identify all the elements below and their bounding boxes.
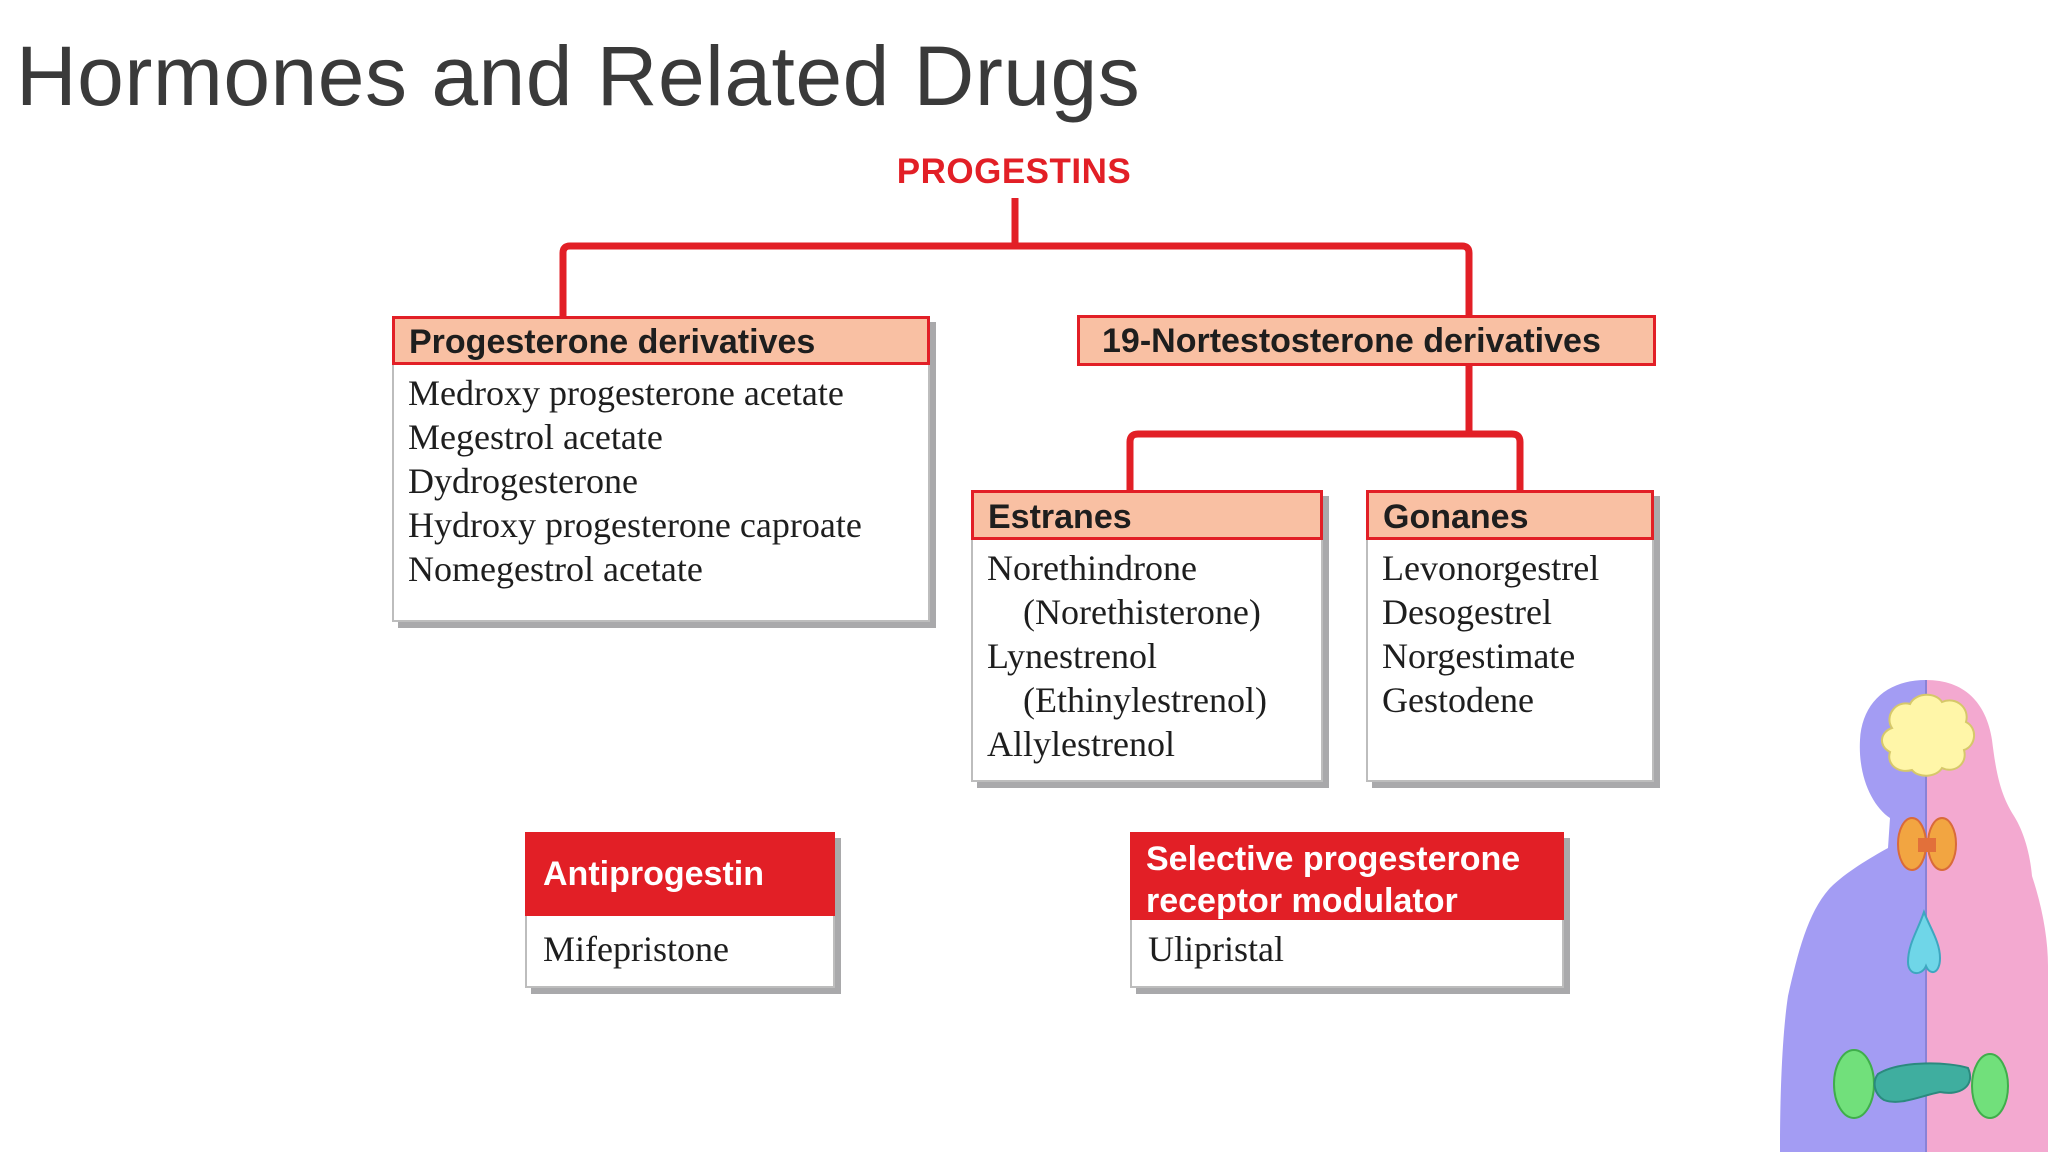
list-item: Nomegestrol acetate	[408, 549, 703, 589]
list-item: Norgestimate	[1382, 636, 1576, 676]
list-item: Gestodene	[1382, 680, 1534, 720]
estranes-list: Norethindrone (Norethisterone) Lynestren…	[973, 540, 1321, 774]
gonanes-list: Levonorgestrel Desogestrel Norgestimate …	[1368, 540, 1652, 730]
estranes-box: Estranes Norethindrone (Norethisterone) …	[971, 490, 1323, 782]
gonanes-header: Gonanes	[1366, 490, 1654, 540]
branch-gonanes	[1469, 430, 1524, 492]
list-item: Norethindrone	[987, 548, 1197, 588]
root-label: PROGESTINS	[896, 152, 1132, 191]
sprm-header: Selective progesterone receptor modulato…	[1130, 832, 1564, 920]
list-item: Levonorgestrel	[1382, 548, 1600, 588]
kidney-icon	[1971, 1053, 2009, 1119]
list-item: Megestrol acetate	[408, 417, 663, 457]
progesterone-derivatives-header: Progesterone derivatives	[392, 316, 930, 365]
root-label-wrap: PROGESTINS	[0, 152, 2047, 192]
brain-icon	[1881, 693, 1975, 777]
list-item: Dydrogesterone	[408, 461, 638, 501]
pancreas-icon	[1873, 1062, 1971, 1103]
endocrine-body-figure-icon	[1780, 680, 2048, 1152]
estranes-header: Estranes	[971, 490, 1323, 540]
branch-right	[1015, 242, 1473, 318]
sprm-drug: Ulipristal	[1148, 929, 1284, 969]
gonanes-box: Gonanes Levonorgestrel Desogestrel Norge…	[1366, 490, 1654, 782]
antiprogestin-box: Antiprogestin Mifepristone	[525, 832, 835, 988]
list-item: Hydroxy progesterone caproate	[408, 505, 862, 545]
sprm-box: Selective progesterone receptor modulato…	[1130, 832, 1564, 988]
thymus-icon	[1906, 909, 1942, 974]
list-item: (Ethinylestrenol)	[1023, 680, 1267, 720]
list-item: Lynestrenol	[987, 636, 1157, 676]
progesterone-derivatives-list: Medroxy progesterone acetate Megestrol a…	[394, 365, 928, 599]
branch-estranes	[1126, 430, 1469, 492]
antiprogestin-header: Antiprogestin	[525, 832, 835, 916]
nortestosterone-derivatives-header: 19-Nortestosterone derivatives	[1077, 315, 1656, 366]
branch-left	[559, 242, 1015, 318]
list-item: Desogestrel	[1382, 592, 1552, 632]
slide-title: Hormones and Related Drugs	[16, 29, 1141, 123]
sprm-header-line2: receptor modulator	[1146, 882, 1458, 920]
progesterone-derivatives-box: Progesterone derivatives Medroxy progest…	[392, 316, 930, 622]
antiprogestin-drug: Mifepristone	[543, 929, 729, 969]
thyroid-icon	[1897, 817, 1957, 871]
list-item: (Norethisterone)	[1023, 592, 1261, 632]
kidney-icon	[1833, 1049, 1875, 1119]
list-item: Allylestrenol	[987, 724, 1175, 764]
sprm-header-line1: Selective progesterone	[1146, 840, 1521, 878]
list-item: Medroxy progesterone acetate	[408, 373, 844, 413]
